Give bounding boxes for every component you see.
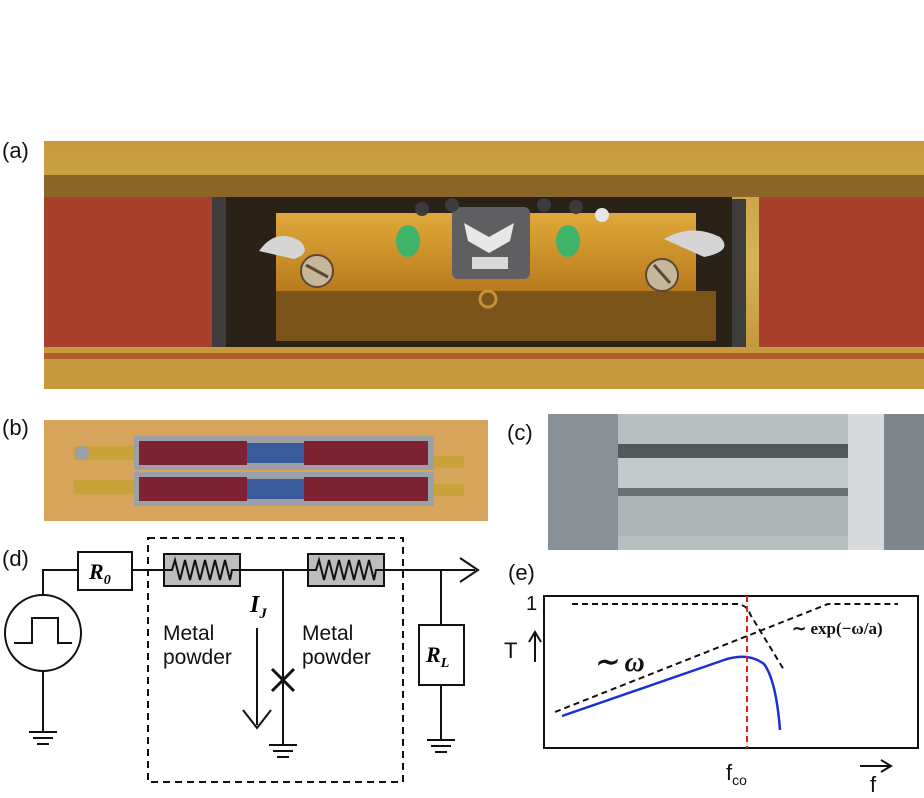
filter-left-label-line2: powder bbox=[163, 646, 232, 669]
y-top-label: 1 bbox=[526, 593, 537, 615]
resistor-r0 bbox=[77, 551, 133, 591]
resistor-rl-label: RL bbox=[425, 642, 449, 671]
filter-enclosure bbox=[147, 537, 404, 783]
metal-powder-filter-right bbox=[307, 553, 385, 587]
panel-label-e: (e) bbox=[508, 560, 535, 585]
pulse-source bbox=[4, 594, 82, 732]
resistor-rl bbox=[418, 624, 465, 686]
metal-powder-filter-left bbox=[163, 553, 241, 587]
y-axis-label: T bbox=[504, 638, 517, 663]
panel-label-a: (a) bbox=[2, 138, 29, 163]
transmission-plot: 1 T ∼ ω ∼ exp(−ω/a) fco f bbox=[504, 593, 919, 797]
ground-symbol bbox=[29, 731, 57, 745]
cutoff-label: fco bbox=[726, 760, 747, 788]
panel-label-b: (b) bbox=[2, 415, 29, 440]
plot-frame bbox=[543, 595, 919, 749]
output-arrow bbox=[459, 557, 480, 583]
signal-wire bbox=[42, 569, 475, 595]
sample-holder-photo bbox=[44, 141, 924, 389]
x-axis-label: f bbox=[870, 772, 877, 797]
sem-micrograph bbox=[548, 414, 924, 550]
transmission-curve bbox=[561, 655, 782, 731]
filter-right-label-line2: powder bbox=[302, 646, 371, 669]
junction-current-label: IJ bbox=[249, 592, 267, 622]
circuit-schematic: R0 IJ Metal powder Metal powder RL bbox=[4, 537, 480, 783]
current-arrow bbox=[242, 628, 272, 730]
linear-asymptote bbox=[554, 603, 898, 713]
ground-symbol bbox=[427, 739, 455, 753]
ground-symbol bbox=[269, 744, 297, 758]
x-axis-arrow bbox=[860, 759, 893, 773]
filter-right-label-line1: Metal bbox=[302, 622, 353, 645]
filter-left-label-line1: Metal bbox=[163, 622, 214, 645]
resistor-r0-label: R0 bbox=[88, 559, 111, 588]
panel-label-c: (c) bbox=[507, 420, 533, 445]
low-freq-label: ∼ ω bbox=[594, 647, 645, 678]
josephson-junction bbox=[270, 667, 296, 693]
y-axis-arrow bbox=[528, 630, 542, 662]
panel-label-d: (d) bbox=[2, 546, 29, 571]
filter-lines-photo bbox=[44, 420, 488, 521]
high-freq-label: ∼ exp(−ω/a) bbox=[792, 619, 883, 638]
